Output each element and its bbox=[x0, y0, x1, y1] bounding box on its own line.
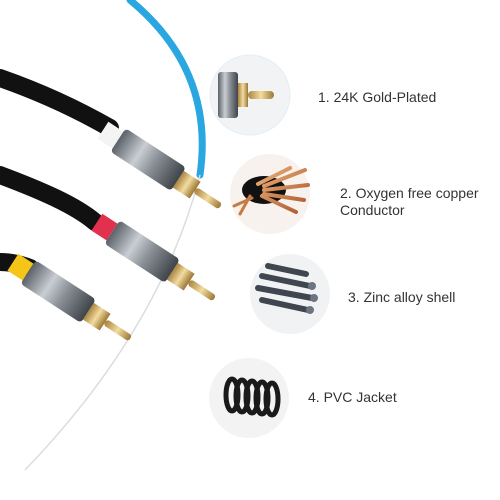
rca-plug-white bbox=[97, 121, 222, 209]
feature-label: 2. Oxygen free copper Conductor bbox=[340, 185, 479, 218]
feature-label: 4. PVC Jacket bbox=[308, 389, 397, 405]
feature-2: 2. Oxygen free copper Conductor bbox=[200, 145, 500, 245]
feature-3: 3. Zinc alloy shell bbox=[200, 245, 500, 345]
copper-conductor-icon bbox=[230, 154, 310, 234]
feature-label: 3. Zinc alloy shell bbox=[348, 289, 456, 305]
feature-4: 4. PVC Jacket bbox=[200, 345, 500, 445]
feature-label: 1. 24K Gold-Plated bbox=[318, 89, 437, 105]
rca-plug-yellow bbox=[7, 253, 132, 341]
gold-plated-tip-icon bbox=[209, 54, 291, 136]
feature-1: 1. 24K Gold-Plated bbox=[200, 45, 500, 145]
black-cable-top bbox=[0, 69, 119, 137]
pvc-jacket-icon bbox=[209, 358, 289, 438]
zinc-shell-icon bbox=[250, 254, 330, 334]
blue-arc bbox=[126, 0, 206, 179]
rca-plug-red bbox=[91, 213, 216, 301]
black-cable-middle bbox=[0, 166, 104, 231]
grey-arc bbox=[24, 174, 201, 471]
